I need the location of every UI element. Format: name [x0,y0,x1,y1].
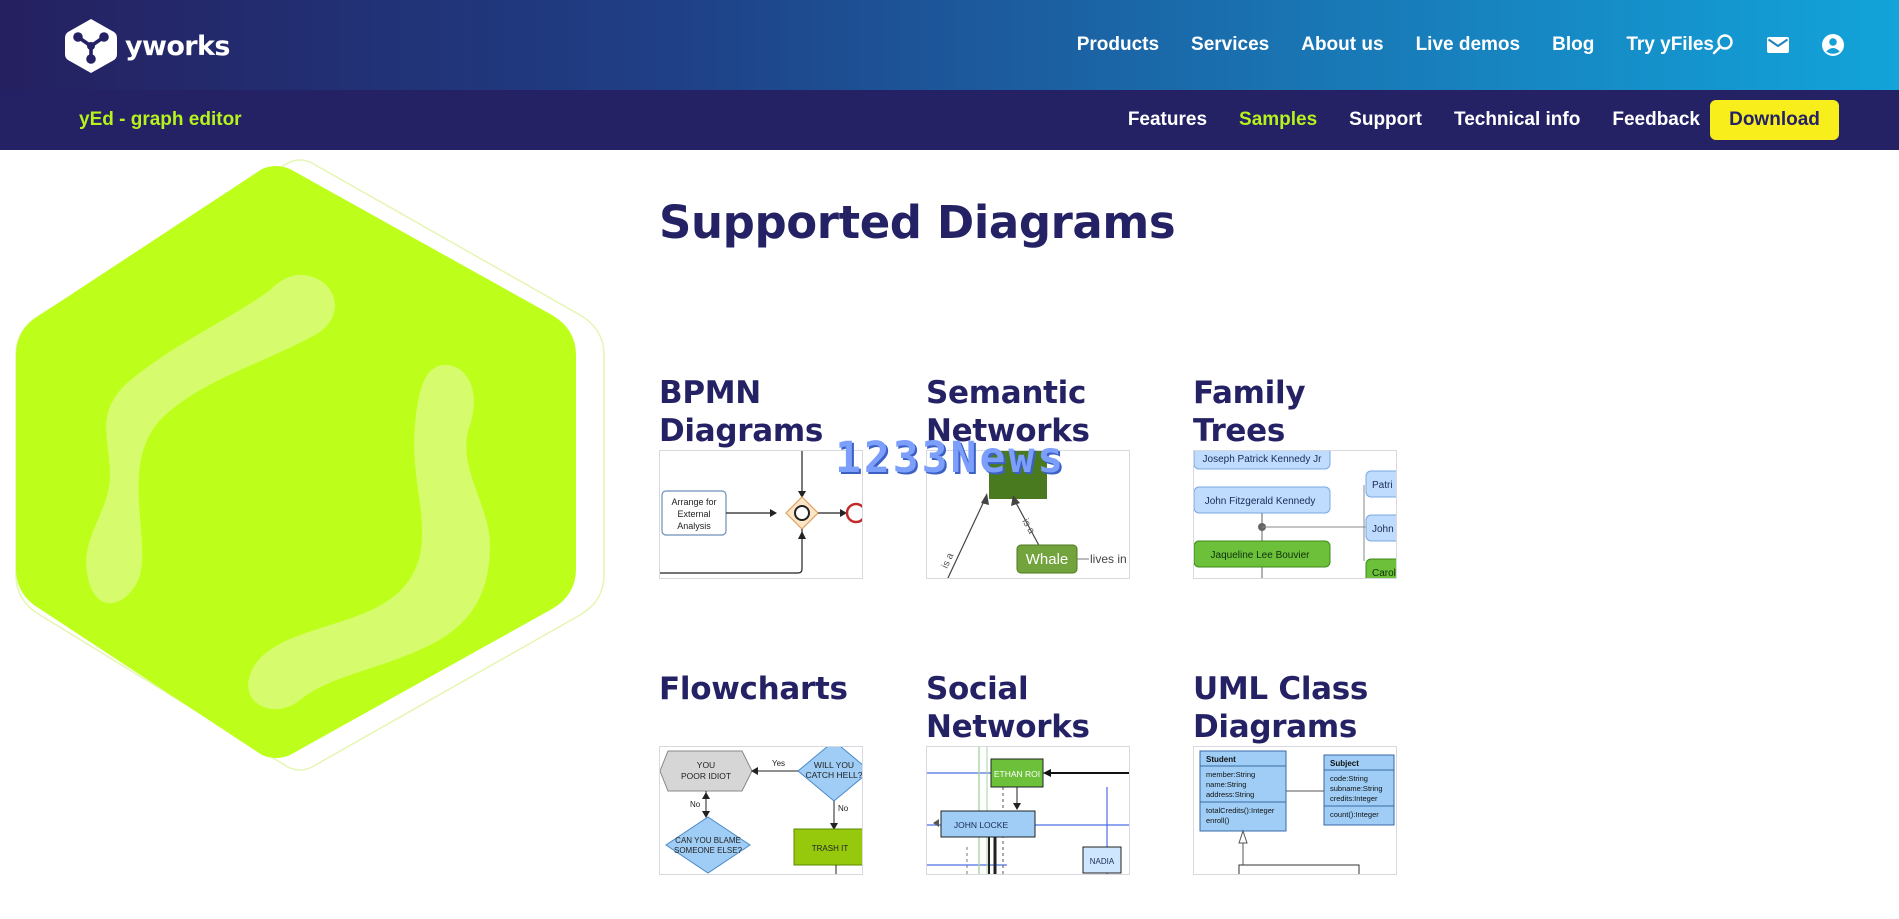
product-sub-navigation: yEd - graph editor Features Samples Supp… [0,90,1899,150]
nav-blog[interactable]: Blog [1552,34,1595,55]
subnav-support[interactable]: Support [1349,109,1422,130]
subnav-features[interactable]: Features [1127,109,1208,130]
uml-class-diagrams-thumbnail: Student member:String name:String addres… [1193,746,1397,875]
top-navigation-bar: yworks Products Services About us Live d… [0,0,1899,90]
hero-hexagon-graphic [15,159,605,771]
thumb-label: ETHAN ROI [994,769,1040,779]
thumb-label: Carol [1372,568,1396,579]
thumb-label: totalCredits():Integer [1206,806,1275,815]
brand-name: yworks [125,30,230,62]
thumb-label: Joseph Patrick Kennedy Jr [1203,454,1323,465]
watermark-overlay: 1233News [835,433,1067,483]
card-title: Semantic Networks [926,375,1090,449]
subnav-technical-info[interactable]: Technical info [1454,109,1581,130]
semantic-networks-thumbnail: is a is a Whale lives in [926,450,1130,579]
nav-products[interactable]: Products [1076,34,1160,55]
nav-live-demos[interactable]: Live demos [1415,34,1521,55]
thumb-label: Student [1206,755,1236,764]
thumb-label: Whale [1026,551,1069,568]
family-trees-thumbnail: Joseph Patrick Kennedy Jr John Fitzgeral… [1193,450,1397,579]
thumb-label: credits:Integer [1330,794,1378,803]
diagram-card-flowcharts[interactable]: Flowcharts YOU POOR IDIOT WILL YOU CATCH… [659,670,864,875]
bpmn-thumbnail: Arrange for External Analysis [659,450,863,579]
thumb-label: Yes [772,759,785,768]
thumb-label: CATCH HELL? [806,770,863,780]
card-title: Family Trees [1193,375,1306,449]
nav-services[interactable]: Services [1191,34,1270,55]
thumb-label: Arrange for [671,497,716,507]
thumb-label: is a [1019,517,1037,536]
card-title: UML Class Diagrams [1193,671,1369,745]
diagram-card-social-networks[interactable]: Social Networks ETHAN ROI JOHN LOCKE NAD… [926,670,1131,875]
nav-about-us[interactable]: About us [1301,34,1384,55]
yworks-logo-link[interactable]: yworks [63,17,230,75]
diagram-card-family-trees[interactable]: Family Trees Joseph Patrick Kennedy Jr J… [1193,374,1398,579]
thumb-label: NADIA [1090,857,1115,866]
thumb-label: lives in [1090,552,1127,566]
account-icon[interactable] [1820,32,1846,58]
thumb-label: is a [940,551,957,570]
download-button[interactable]: Download [1710,100,1839,140]
thumb-label: name:String [1206,780,1246,789]
thumb-label: No [838,804,849,813]
thumb-label: Jaqueline Lee Bouvier [1211,550,1311,561]
thumb-label: count():Integer [1330,810,1379,819]
product-title-link[interactable]: yEd - graph editor [79,109,242,130]
thumb-label: No [690,800,701,809]
card-title: Social Networks [926,671,1090,745]
thumb-label: WILL YOU [814,760,854,770]
social-networks-thumbnail: ETHAN ROI JOHN LOCKE NADIA [926,746,1130,875]
thumb-label: address:String [1206,790,1254,799]
thumb-label: Analysis [677,521,711,531]
diagram-card-semantic-networks[interactable]: Semantic Networks is a is a Whale lives … [926,374,1131,579]
card-title: BPMN Diagrams [659,375,824,449]
thumb-label: Patri [1372,480,1393,491]
nav-icon-group [1710,0,1846,90]
thumb-label: John [1372,524,1394,535]
thumb-label: External [677,509,710,519]
mail-icon[interactable] [1765,32,1791,58]
thumb-label: subname:String [1330,784,1383,793]
thumb-label: code:String [1330,774,1368,783]
thumb-label: YOU [697,760,715,770]
main-nav: Products Services About us Live demos Bl… [1077,0,1714,90]
yworks-logo-icon [65,19,117,73]
thumb-label: John Fitzgerald Kennedy [1205,496,1316,507]
card-title: Flowcharts [659,671,848,707]
diagram-card-bpmn[interactable]: BPMN Diagrams Arrange for External Analy… [659,374,864,579]
thumb-label: TRASH IT [812,844,849,853]
subnav-feedback[interactable]: Feedback [1612,109,1700,130]
flowcharts-thumbnail: YOU POOR IDIOT WILL YOU CATCH HELL? Yes … [659,746,863,875]
thumb-label: SOMEONE ELSE? [674,846,743,855]
sub-nav: Features Samples Support Technical info … [1128,90,1700,150]
subnav-samples[interactable]: Samples [1239,109,1318,130]
page-title: Supported Diagrams [659,196,1176,249]
thumb-label: POOR IDIOT [681,771,731,781]
diagram-card-uml-class-diagrams[interactable]: UML Class Diagrams Student member:String… [1193,670,1398,875]
thumb-label: member:String [1206,770,1255,779]
search-icon[interactable] [1710,32,1736,58]
thumb-label: Subject [1330,759,1359,768]
nav-try-yfiles[interactable]: Try yFiles [1626,34,1714,55]
thumb-label: CAN YOU BLAME [675,836,741,845]
thumb-label: JOHN LOCKE [954,820,1009,830]
thumb-label: enroll() [1206,816,1230,825]
